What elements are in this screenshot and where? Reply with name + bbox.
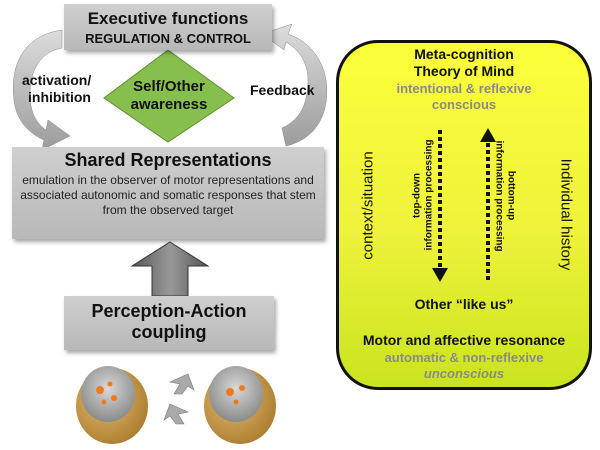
perception-action-box: Perception-Action coupling: [64, 296, 274, 350]
brains-illustration: [76, 366, 276, 444]
intentional-text: intentional & reflexive: [396, 81, 532, 96]
perception-line-1: Perception-Action: [91, 301, 247, 321]
exchange-arrows-icon: [163, 373, 195, 425]
diamond-line-1: Self/Other: [133, 78, 205, 95]
automatic-text: automatic & non-reflexive: [384, 350, 544, 365]
conscious-text: conscious: [431, 97, 497, 112]
meta-cognition-title: Meta-cognition: [414, 46, 514, 62]
feedback-loop-arrows: [13, 23, 328, 151]
activation-arrow: [13, 29, 71, 151]
bottomup-label-1: bottom-up: [505, 170, 517, 221]
other-like-us: Other “like us”: [414, 296, 514, 312]
diamond-line-2: awareness: [130, 96, 208, 113]
individual-history-label: Individual history: [557, 158, 575, 271]
up-arrow: [130, 241, 210, 297]
shared-title: Shared Representations: [64, 150, 272, 170]
motor-resonance-title: Motor and affective resonance: [362, 332, 566, 348]
left-brain-icon: [76, 366, 148, 444]
shared-description: emulation in the observer of motor repre…: [20, 173, 316, 217]
information-flow-arrows: [432, 128, 496, 282]
cognition-panel: [336, 40, 592, 390]
theory-of-mind-title: Theory of Mind: [413, 63, 515, 79]
feedback-label: Feedback: [250, 82, 315, 98]
topdown-label-1: top-down: [411, 173, 423, 218]
perception-title: Perception-Action coupling: [64, 301, 274, 343]
inhibition-label: inhibition: [28, 89, 91, 105]
activation-label: activation/: [22, 72, 92, 88]
perception-line-2: coupling: [131, 322, 207, 342]
executive-functions-box: Executive functions REGULATION & CONTROL: [64, 4, 272, 50]
self-other-diamond: [103, 49, 235, 143]
context-situation-label: context/situation: [359, 151, 377, 260]
executive-subtitle: REGULATION & CONTROL: [85, 31, 251, 46]
executive-title: Executive functions: [87, 9, 249, 28]
shared-representations-box: Shared Representations emulation in the …: [12, 147, 324, 239]
feedback-arrow: [261, 23, 328, 147]
right-brain-icon: [204, 366, 276, 444]
unconscious-text: unconscious: [423, 366, 505, 381]
